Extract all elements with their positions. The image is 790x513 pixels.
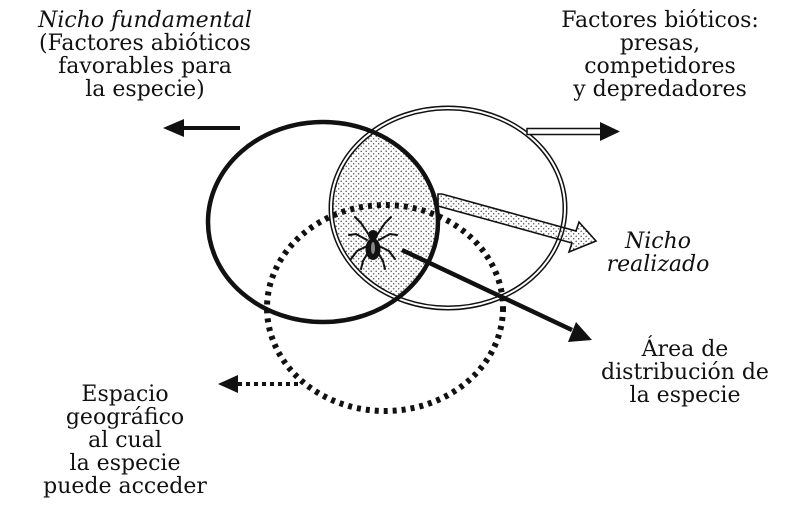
fundamental-niche-label: Nicho fundamental (Factores abióticos fa… <box>0 9 290 101</box>
geographic-space-line-1: Espacio <box>20 383 230 406</box>
geographic-space-line-4: la especie <box>20 452 230 475</box>
biotic-factors-line-4: y depredadores <box>530 78 790 101</box>
geographic-space-label: Espacio geográfico al cual la especie pu… <box>20 383 230 498</box>
distribution-area-label: Área de distribución de la especie <box>575 338 790 407</box>
realized-niche-label: Nicho realizado <box>598 230 718 276</box>
realized-niche-arrow <box>438 194 596 252</box>
distribution-area-line-1: Área de <box>575 338 790 361</box>
fundamental-niche-line-3: favorables para <box>0 55 290 78</box>
biotic-factors-line-3: competidores <box>530 55 790 78</box>
fundamental-niche-title: Nicho fundamental <box>0 9 290 32</box>
fundamental-niche-line-4: la especie) <box>0 78 290 101</box>
realized-niche-line-2: realizado <box>598 253 718 276</box>
geographic-space-line-2: geográfico <box>20 406 230 429</box>
fundamental-niche-arrow <box>163 119 240 137</box>
distribution-area-arrow <box>402 250 592 342</box>
distribution-area-line-2: distribución de <box>575 361 790 384</box>
geographic-space-arrow <box>218 375 298 393</box>
biotic-factors-label: Factores bióticos: presas, competidores … <box>530 9 790 101</box>
realized-niche-line-1: Nicho <box>598 230 718 253</box>
biotic-factors-line-1: Factores bióticos: <box>530 9 790 32</box>
biotic-factors-line-2: presas, <box>530 32 790 55</box>
geographic-space-line-3: al cual <box>20 429 230 452</box>
biotic-factors-arrow <box>527 122 620 141</box>
geographic-space-line-5: puede acceder <box>20 475 230 498</box>
fundamental-niche-line-2: (Factores abióticos <box>0 32 290 55</box>
distribution-area-line-3: la especie <box>575 384 790 407</box>
